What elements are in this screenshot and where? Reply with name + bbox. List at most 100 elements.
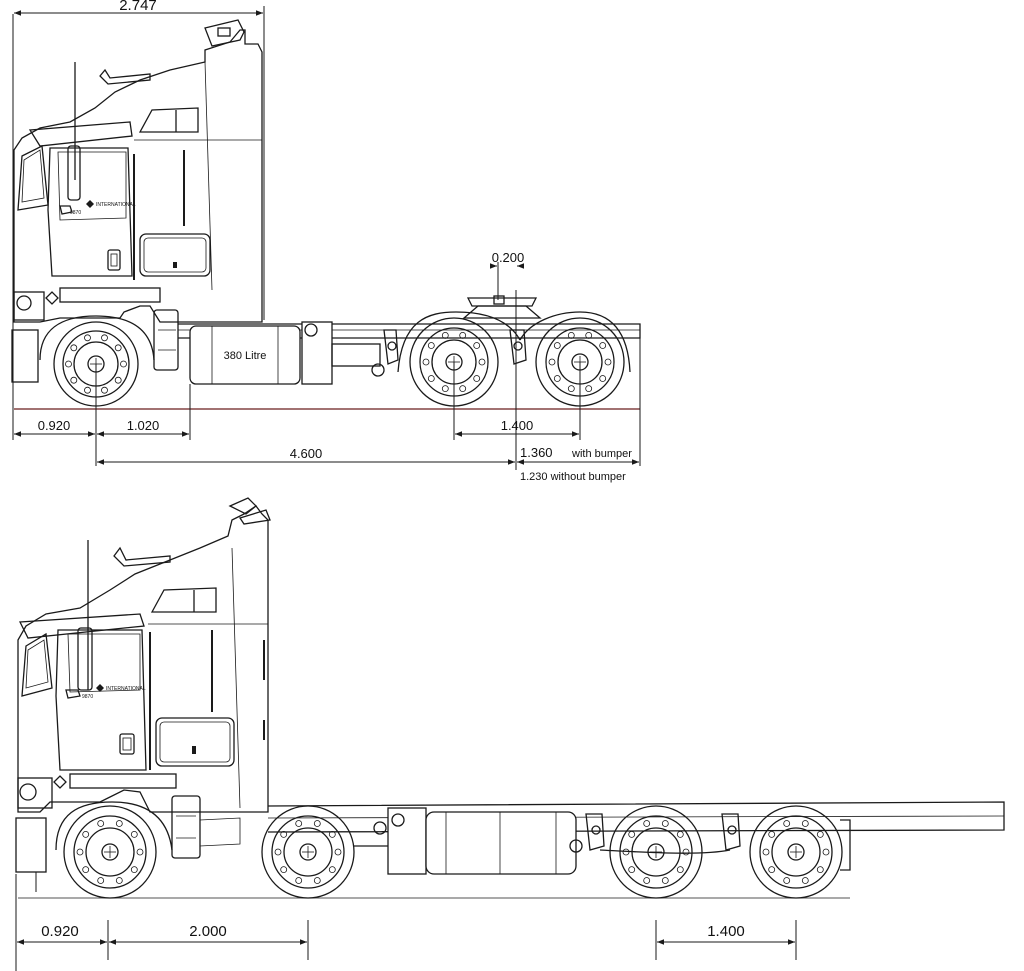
wheel-stud	[643, 877, 651, 884]
front-axle-spacing-label: 2.000	[189, 923, 227, 940]
wheel-stud	[628, 866, 636, 873]
wheelbase-label: 4.600	[290, 446, 323, 461]
front-overhang-label-rigid: 0.920	[41, 923, 79, 940]
wheel-stud	[441, 385, 449, 393]
wheel-stud	[473, 375, 481, 382]
front-wheel-1-rigid	[63, 805, 157, 899]
wheel-stud	[783, 877, 791, 884]
wheel-stud	[585, 385, 593, 393]
wheel-stud	[328, 831, 336, 838]
fifth-wheel	[462, 295, 542, 319]
wheel-stud	[661, 820, 669, 827]
wheel-stud	[459, 385, 467, 393]
rigid-truck-view: INTERNATIONAL 9870	[15, 497, 1005, 971]
wheel-stud	[604, 358, 612, 366]
wheel-stud	[567, 385, 575, 393]
door-brand-text-rigid: INTERNATIONAL	[106, 686, 146, 692]
wheel-stud	[553, 342, 561, 349]
front-overhang-label: 0.920	[38, 418, 71, 433]
wheel-stud	[295, 877, 303, 884]
wheel-stud	[816, 866, 824, 873]
wheel-stud	[822, 848, 830, 856]
wheel-stud	[459, 331, 467, 339]
fifth-wheel-offset-label: 0.200	[492, 250, 525, 265]
door-model-text-rigid: 9870	[82, 694, 93, 700]
wheel-stud	[97, 820, 105, 827]
chassis-rail	[178, 323, 641, 339]
cab-outline-rigid	[17, 505, 269, 813]
wheel-stud	[274, 848, 282, 856]
rear-wheel-2-rigid	[749, 805, 843, 899]
wheel-stud	[441, 331, 449, 339]
rear-wheel-1-rigid	[609, 805, 703, 899]
wheel-stud	[82, 831, 90, 838]
wheel-stud	[622, 848, 630, 856]
wheel-stud	[280, 866, 288, 873]
wheel-stud	[84, 386, 91, 394]
wheel-stud	[553, 375, 561, 382]
wheel-stud	[783, 820, 791, 827]
wheel-stud	[801, 877, 809, 884]
wheel-stud	[422, 358, 430, 366]
cab-gap-label: 1.020	[127, 418, 160, 433]
overall-width-label: 2.747	[119, 0, 157, 14]
wheel-stud	[762, 848, 770, 856]
overall-width-dimension: 2.747	[12, 0, 265, 440]
wheel-stud	[136, 848, 144, 856]
wheel-stud	[313, 877, 321, 884]
wheel-stud	[328, 866, 336, 873]
rear-axle-spacing-label: 1.400	[501, 418, 534, 433]
wheel-stud	[313, 820, 321, 827]
wheel-stud	[70, 344, 78, 352]
door-brand-text: INTERNATIONAL	[96, 202, 136, 208]
wheel-stud	[115, 820, 123, 827]
fuel-tank-rigid	[425, 811, 577, 875]
wheel-stud	[643, 820, 651, 827]
wheel-stud	[76, 848, 84, 856]
wheel-stud	[70, 376, 78, 384]
wheel-stud	[114, 344, 122, 352]
wheel-stud	[599, 342, 607, 349]
wheel-stud	[676, 831, 684, 838]
wheel-stud	[768, 831, 776, 838]
fuel-tank: 380 Litre	[189, 325, 301, 385]
wheel-stud	[473, 342, 481, 349]
wheel-stud	[130, 866, 138, 873]
wheel-stud	[676, 866, 684, 873]
wheel-stud	[82, 866, 90, 873]
front-wheel-2-rigid	[261, 805, 355, 899]
wheel-stud	[427, 375, 435, 382]
prime-mover-view: 2.747 INTERNATIONAL 9870	[11, 0, 641, 483]
wheel-stud	[628, 831, 636, 838]
wheel-stud	[114, 376, 122, 384]
with-bumper-note: with bumper	[571, 448, 632, 460]
wheel-stud	[427, 342, 435, 349]
wheel-stud	[548, 358, 556, 366]
wheel-stud	[101, 334, 108, 342]
wheel-stud	[567, 331, 575, 339]
wheel-stud	[130, 831, 138, 838]
wheel-stud	[97, 877, 105, 884]
wheel-stud	[295, 820, 303, 827]
wheel-stud	[334, 848, 342, 856]
door-model-text: 9870	[70, 210, 81, 216]
wheel-stud	[682, 848, 690, 856]
wheel-stud	[84, 334, 91, 342]
fuel-tank-label: 380 Litre	[224, 350, 267, 362]
rear-overhang-with-bumper-label: 1.360	[520, 445, 553, 460]
wheel-stud	[599, 375, 607, 382]
wheel-stud	[280, 831, 288, 838]
wheel-stud	[768, 866, 776, 873]
wheel-stud	[120, 360, 127, 368]
wheel-stud	[65, 360, 72, 368]
wheel-stud	[101, 386, 108, 394]
rear-axle-spacing-label-rigid: 1.400	[707, 923, 745, 940]
wheel-stud	[801, 820, 809, 827]
rear-overhang-without-bumper-label: 1.230 without bumper	[520, 471, 626, 483]
wheel-stud	[816, 831, 824, 838]
wheel-stud	[478, 358, 486, 366]
cab-outline	[13, 29, 263, 323]
wheel-stud	[585, 331, 593, 339]
wheel-stud	[661, 877, 669, 884]
